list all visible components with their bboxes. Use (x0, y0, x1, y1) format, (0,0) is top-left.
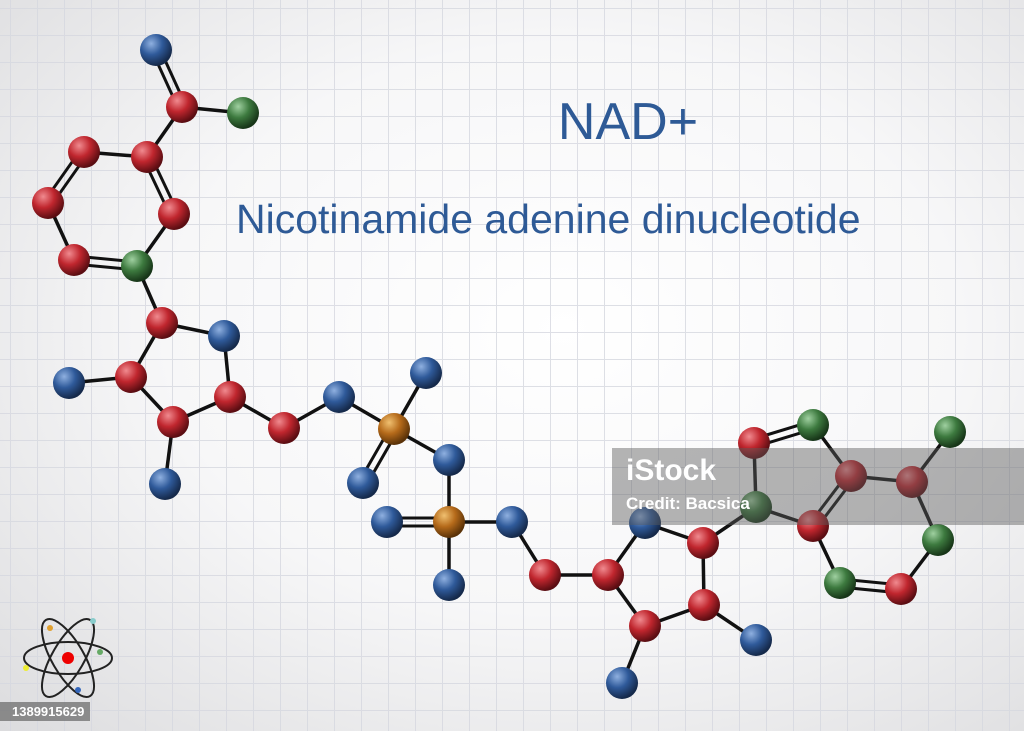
carbon-atom (835, 460, 867, 492)
carbon-atom (629, 610, 661, 642)
carbon-atom (687, 527, 719, 559)
oxygen-atom (606, 667, 638, 699)
oxygen-atom (629, 507, 661, 539)
nitrogen-atom (227, 97, 259, 129)
nitrogen-atom (121, 250, 153, 282)
nitrogen-atom (934, 416, 966, 448)
carbon-atom (131, 141, 163, 173)
oxygen-atom (140, 34, 172, 66)
oxygen-atom (371, 506, 403, 538)
oxygen-atom (740, 624, 772, 656)
carbon-atom (268, 412, 300, 444)
image-id: 1389915629 (0, 702, 91, 721)
oxygen-atom (323, 381, 355, 413)
carbon-atom (885, 573, 917, 605)
carbon-atom (68, 136, 100, 168)
nitrogen-atom (797, 409, 829, 441)
carbon-atom (146, 307, 178, 339)
phosphorus-atom (378, 413, 410, 445)
carbon-atom (896, 466, 928, 498)
oxygen-atom (410, 357, 442, 389)
atom-logo-icon (23, 618, 113, 698)
oxygen-atom (433, 444, 465, 476)
oxygen-atom (433, 569, 465, 601)
nitrogen-atom (922, 524, 954, 556)
oxygen-atom (53, 367, 85, 399)
carbon-atom (592, 559, 624, 591)
page-subtitle: Nicotinamide adenine dinucleotide (236, 196, 861, 242)
carbon-atom (738, 427, 770, 459)
carbon-atom (58, 244, 90, 276)
watermark-credit: Credit: Bacsica (626, 494, 750, 513)
carbon-atom (166, 91, 198, 123)
oxygen-atom (347, 467, 379, 499)
carbon-atom (115, 361, 147, 393)
oxygen-atom (208, 320, 240, 352)
carbon-atom (32, 187, 64, 219)
carbon-atom (797, 510, 829, 542)
page-title: NAD+ (557, 93, 699, 151)
nitrogen-atom (824, 567, 856, 599)
carbon-atom (158, 198, 190, 230)
carbon-atom (688, 589, 720, 621)
watermark-banner: iStock Credit: Bacsica (612, 448, 1024, 525)
watermark-logo: iStock (626, 454, 717, 487)
carbon-atom (214, 381, 246, 413)
oxygen-atom (496, 506, 528, 538)
carbon-atom (529, 559, 561, 591)
phosphorus-atom (433, 506, 465, 538)
carbon-atom (157, 406, 189, 438)
oxygen-atom (149, 468, 181, 500)
nitrogen-atom (740, 491, 772, 523)
